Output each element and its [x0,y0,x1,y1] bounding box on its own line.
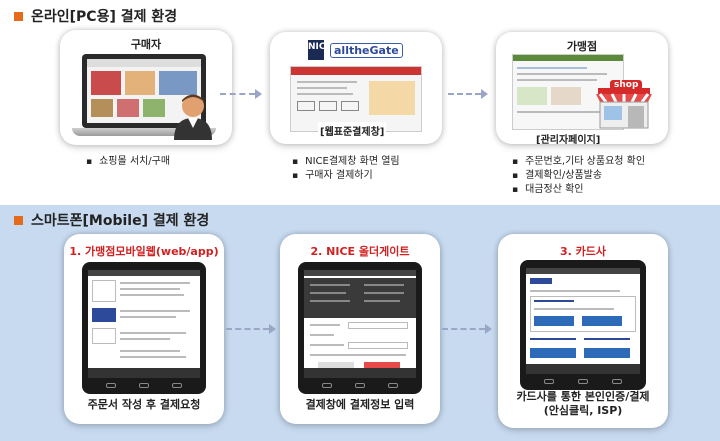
merchant-bullets: 주문번호,기타 상품요청 확인 결제확인/상품발송 대금정산 확인 [512,155,645,197]
pc-section-title-text: 온라인[PC용] 결제 환경 [31,9,178,25]
bullet-item: NICE결제창 화면 열림 [292,155,400,169]
mobile-arrow-2 [442,324,492,334]
payment-window-tag: [웹표준결제창] [318,122,387,139]
pc-section-title: 온라인[PC용] 결제 환경 [14,6,177,26]
nice-mobile-card: 2. NICE 올더게이트 결제창에 결제정보 입력 [280,234,440,424]
mobile-section-title-text: 스마트폰[Mobile] 결제 환경 [31,213,210,229]
merchant-mobile-card: 1. 가맹점모바일웹(web/app) 주문서 작성 후 결제요청 [64,234,224,424]
step-3-label: 3. 카드사 [559,245,607,258]
buyer-card: 구매자 [60,30,232,145]
laptop-base [72,128,216,136]
shop-sign: shop [610,80,643,90]
bullet-item: 구매자 결제하기 [292,169,400,183]
allthegate-logo: alltheGate [330,43,403,58]
buyer-person-icon [174,94,212,140]
shop-store-icon [596,88,652,129]
phone-icon [298,262,422,394]
step-3-caption-line2: (안심클릭, ISP) [543,404,623,417]
buyer-bullets: 쇼핑몰 서치/구매 [86,155,170,169]
nice-logo-icon: NICE [308,40,332,60]
merchant-card: 가맹점 shop [관리자페이지] [496,32,668,144]
pc-arrow-2 [448,89,488,99]
section-marker-icon [14,215,23,225]
admin-page-tag: [관리자페이지] [534,130,603,144]
step-1-label: 1. 가맹점모바일웹(web/app) [69,245,219,258]
step-1-caption: 주문서 작성 후 결제요청 [87,398,201,411]
step-2-label: 2. NICE 올더게이트 [310,245,410,258]
step-3-caption-line1: 카드사를 통한 본인인증/결제 [516,390,650,403]
phone-icon [82,262,206,394]
card-company-mobile-card: 3. 카드사 카드사를 통한 본인인증/결제 (안심클릭, ISP) [498,234,668,428]
payment-window-screenshot [290,66,422,132]
buyer-label: 구매자 [130,38,162,51]
mobile-section-title: 스마트폰[Mobile] 결제 환경 [14,210,209,230]
step-2-caption: 결제창에 결제정보 입력 [305,398,415,411]
phone-icon [520,260,646,390]
mobile-arrow-1 [226,324,276,334]
section-marker-icon [14,11,23,21]
merchant-label: 가맹점 [566,40,598,53]
bullet-item: 결제확인/상품발송 [512,169,645,183]
pc-arrow-1 [220,89,262,99]
bullet-item: 주문번호,기타 상품요청 확인 [512,155,645,169]
payment-window-bullets: NICE결제창 화면 열림 구매자 결제하기 [292,155,400,183]
bullet-item: 쇼핑몰 서치/구매 [86,155,170,169]
bullet-item: 대금정산 확인 [512,183,645,197]
laptop-icon [82,54,206,128]
payment-window-card: NICE alltheGate [웹표준결제창] [270,32,442,144]
